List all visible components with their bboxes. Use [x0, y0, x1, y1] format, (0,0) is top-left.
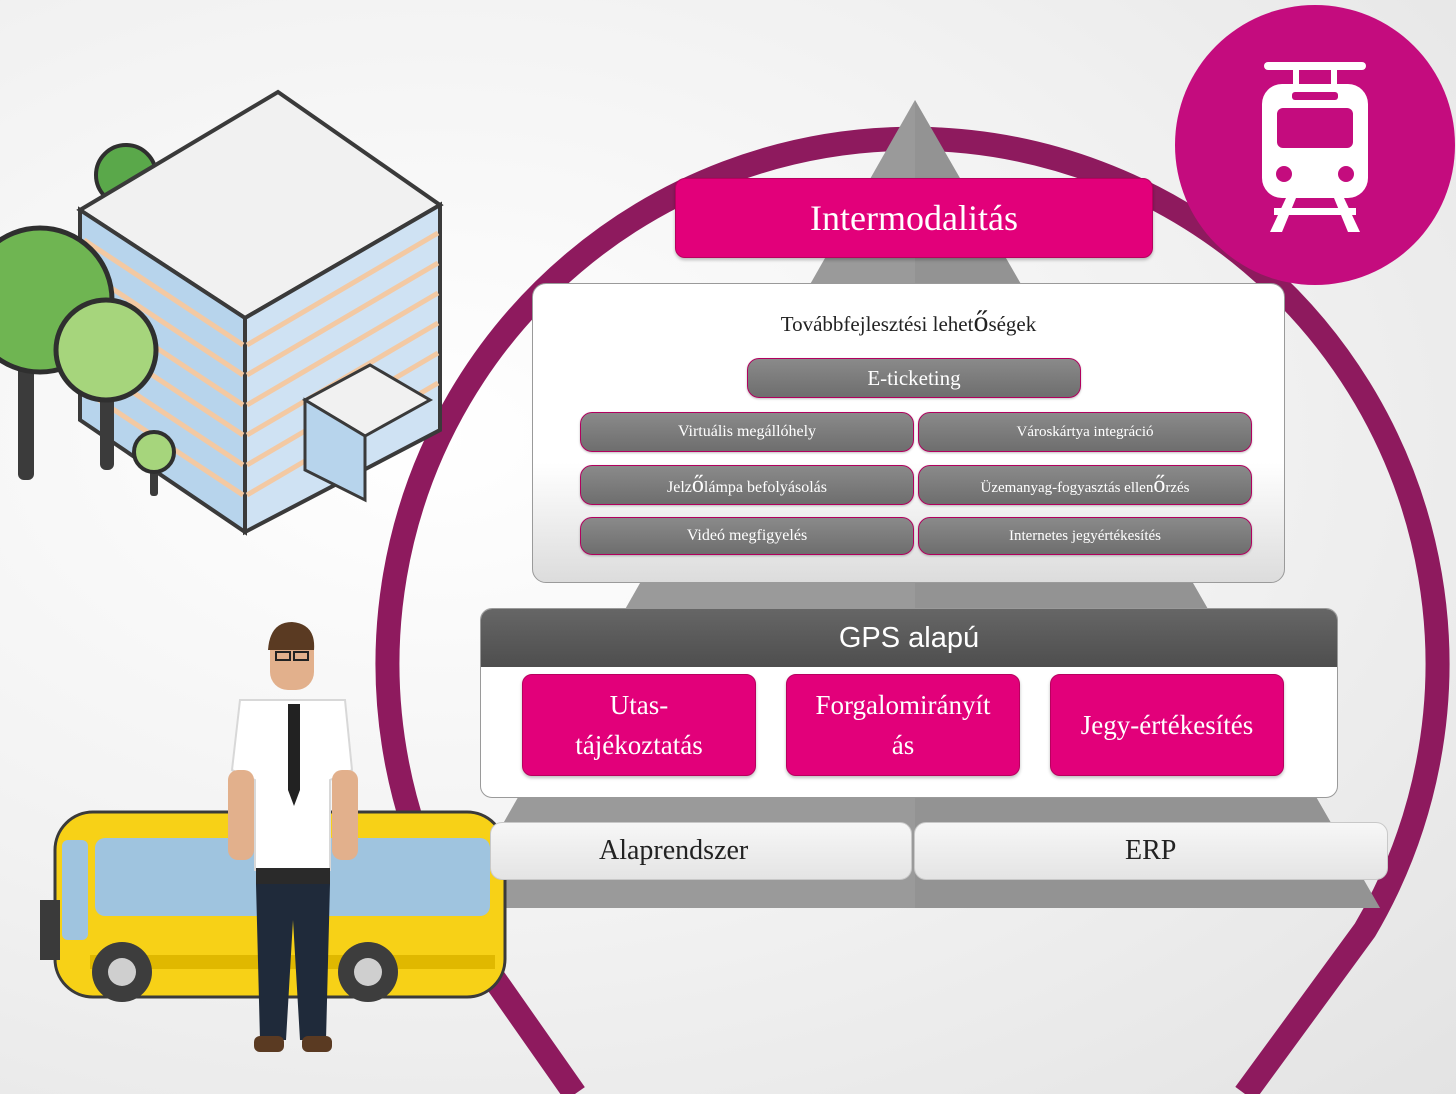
erp-label: ERP: [1125, 835, 1177, 866]
development-panel-title: Továbbfejlesztési lehetőségek: [532, 305, 1285, 339]
forgalom-line1: Forgalomirányít: [815, 690, 991, 720]
intermodalitas-label: Intermodalitás: [810, 198, 1018, 238]
utas-line1: Utas-: [609, 690, 669, 720]
pill-uzemanyag-ellenorzes: Üzemanyag-fogyasztás ellenőrzés: [918, 465, 1252, 505]
alaprendszer-label: Alaprendszer: [599, 835, 749, 866]
jegy-label: Jegy-értékesítés: [1080, 709, 1254, 740]
tram-icon: [1175, 5, 1455, 285]
jegyertekesites-box: Jegy-értékesítés: [1050, 674, 1284, 776]
gps-header-label: GPS alapú: [838, 621, 980, 654]
pill-uzemanyag-suffix: rzés: [1165, 479, 1190, 496]
pill-jelzolampa-prefix: Jelz: [667, 478, 692, 496]
gps-header: GPS alapú: [481, 609, 1337, 667]
pill-varoskartya-label: Városkártya integráció: [1016, 423, 1154, 440]
utas-line2: tájékoztatás: [575, 730, 703, 760]
pill-uzemanyag-label: Üzemanyag-fogyasztás ellenőrzés: [981, 472, 1190, 499]
pill-internetes-label: Internetes jegyértékesítés: [1008, 527, 1161, 544]
pill-virtualis-megallohely: Virtuális megállóhely: [580, 412, 914, 452]
pill-uzemanyag-glyph: ő: [1153, 471, 1166, 498]
pill-jelzolampa-suffix: lámpa befolyásolás: [703, 478, 827, 496]
intermodalitas-box: Intermodalitás: [675, 178, 1153, 258]
pill-video-label: Videó megfigyelés: [686, 527, 808, 544]
utastajekoztatas-box: Utas- tájékoztatás: [522, 674, 756, 776]
pill-uzemanyag-prefix: Üzemanyag-fogyasztás ellen: [980, 479, 1154, 496]
trees-illustration: [0, 225, 176, 496]
man-illustration: [228, 622, 358, 1052]
pill-e-ticketing: E-ticketing: [747, 358, 1081, 398]
panel-title-prefix: Továbbfejlesztési lehet: [780, 312, 974, 336]
pill-jelzolampa-glyph: ő: [691, 471, 704, 498]
pill-virtualis-label: Virtuális megállóhely: [677, 423, 817, 440]
pill-jelzolampa-befolyasolas: Jelzőlámpa befolyásolás: [580, 465, 914, 505]
pill-varoskartya-integracio: Városkártya integráció: [918, 412, 1252, 452]
panel-title-suffix: ségek: [988, 312, 1037, 336]
erp-box: ERP: [914, 822, 1388, 880]
pill-internetes-jegyertekesites: Internetes jegyértékesítés: [918, 517, 1252, 555]
pill-jelzolampa-label: Jelzőlámpa befolyásolás: [667, 472, 827, 499]
office-building-illustration: [76, 89, 444, 536]
forgalom-line2: ás: [891, 730, 915, 760]
alaprendszer-box: Alaprendszer: [490, 822, 912, 880]
pill-e-ticketing-label: E-ticketing: [867, 365, 961, 390]
panel-title-glyph: ő: [973, 305, 989, 338]
forgalomiranyitas-box: Forgalomirányít ás: [786, 674, 1020, 776]
pill-video-megfigyeles: Videó megfigyelés: [580, 517, 914, 555]
